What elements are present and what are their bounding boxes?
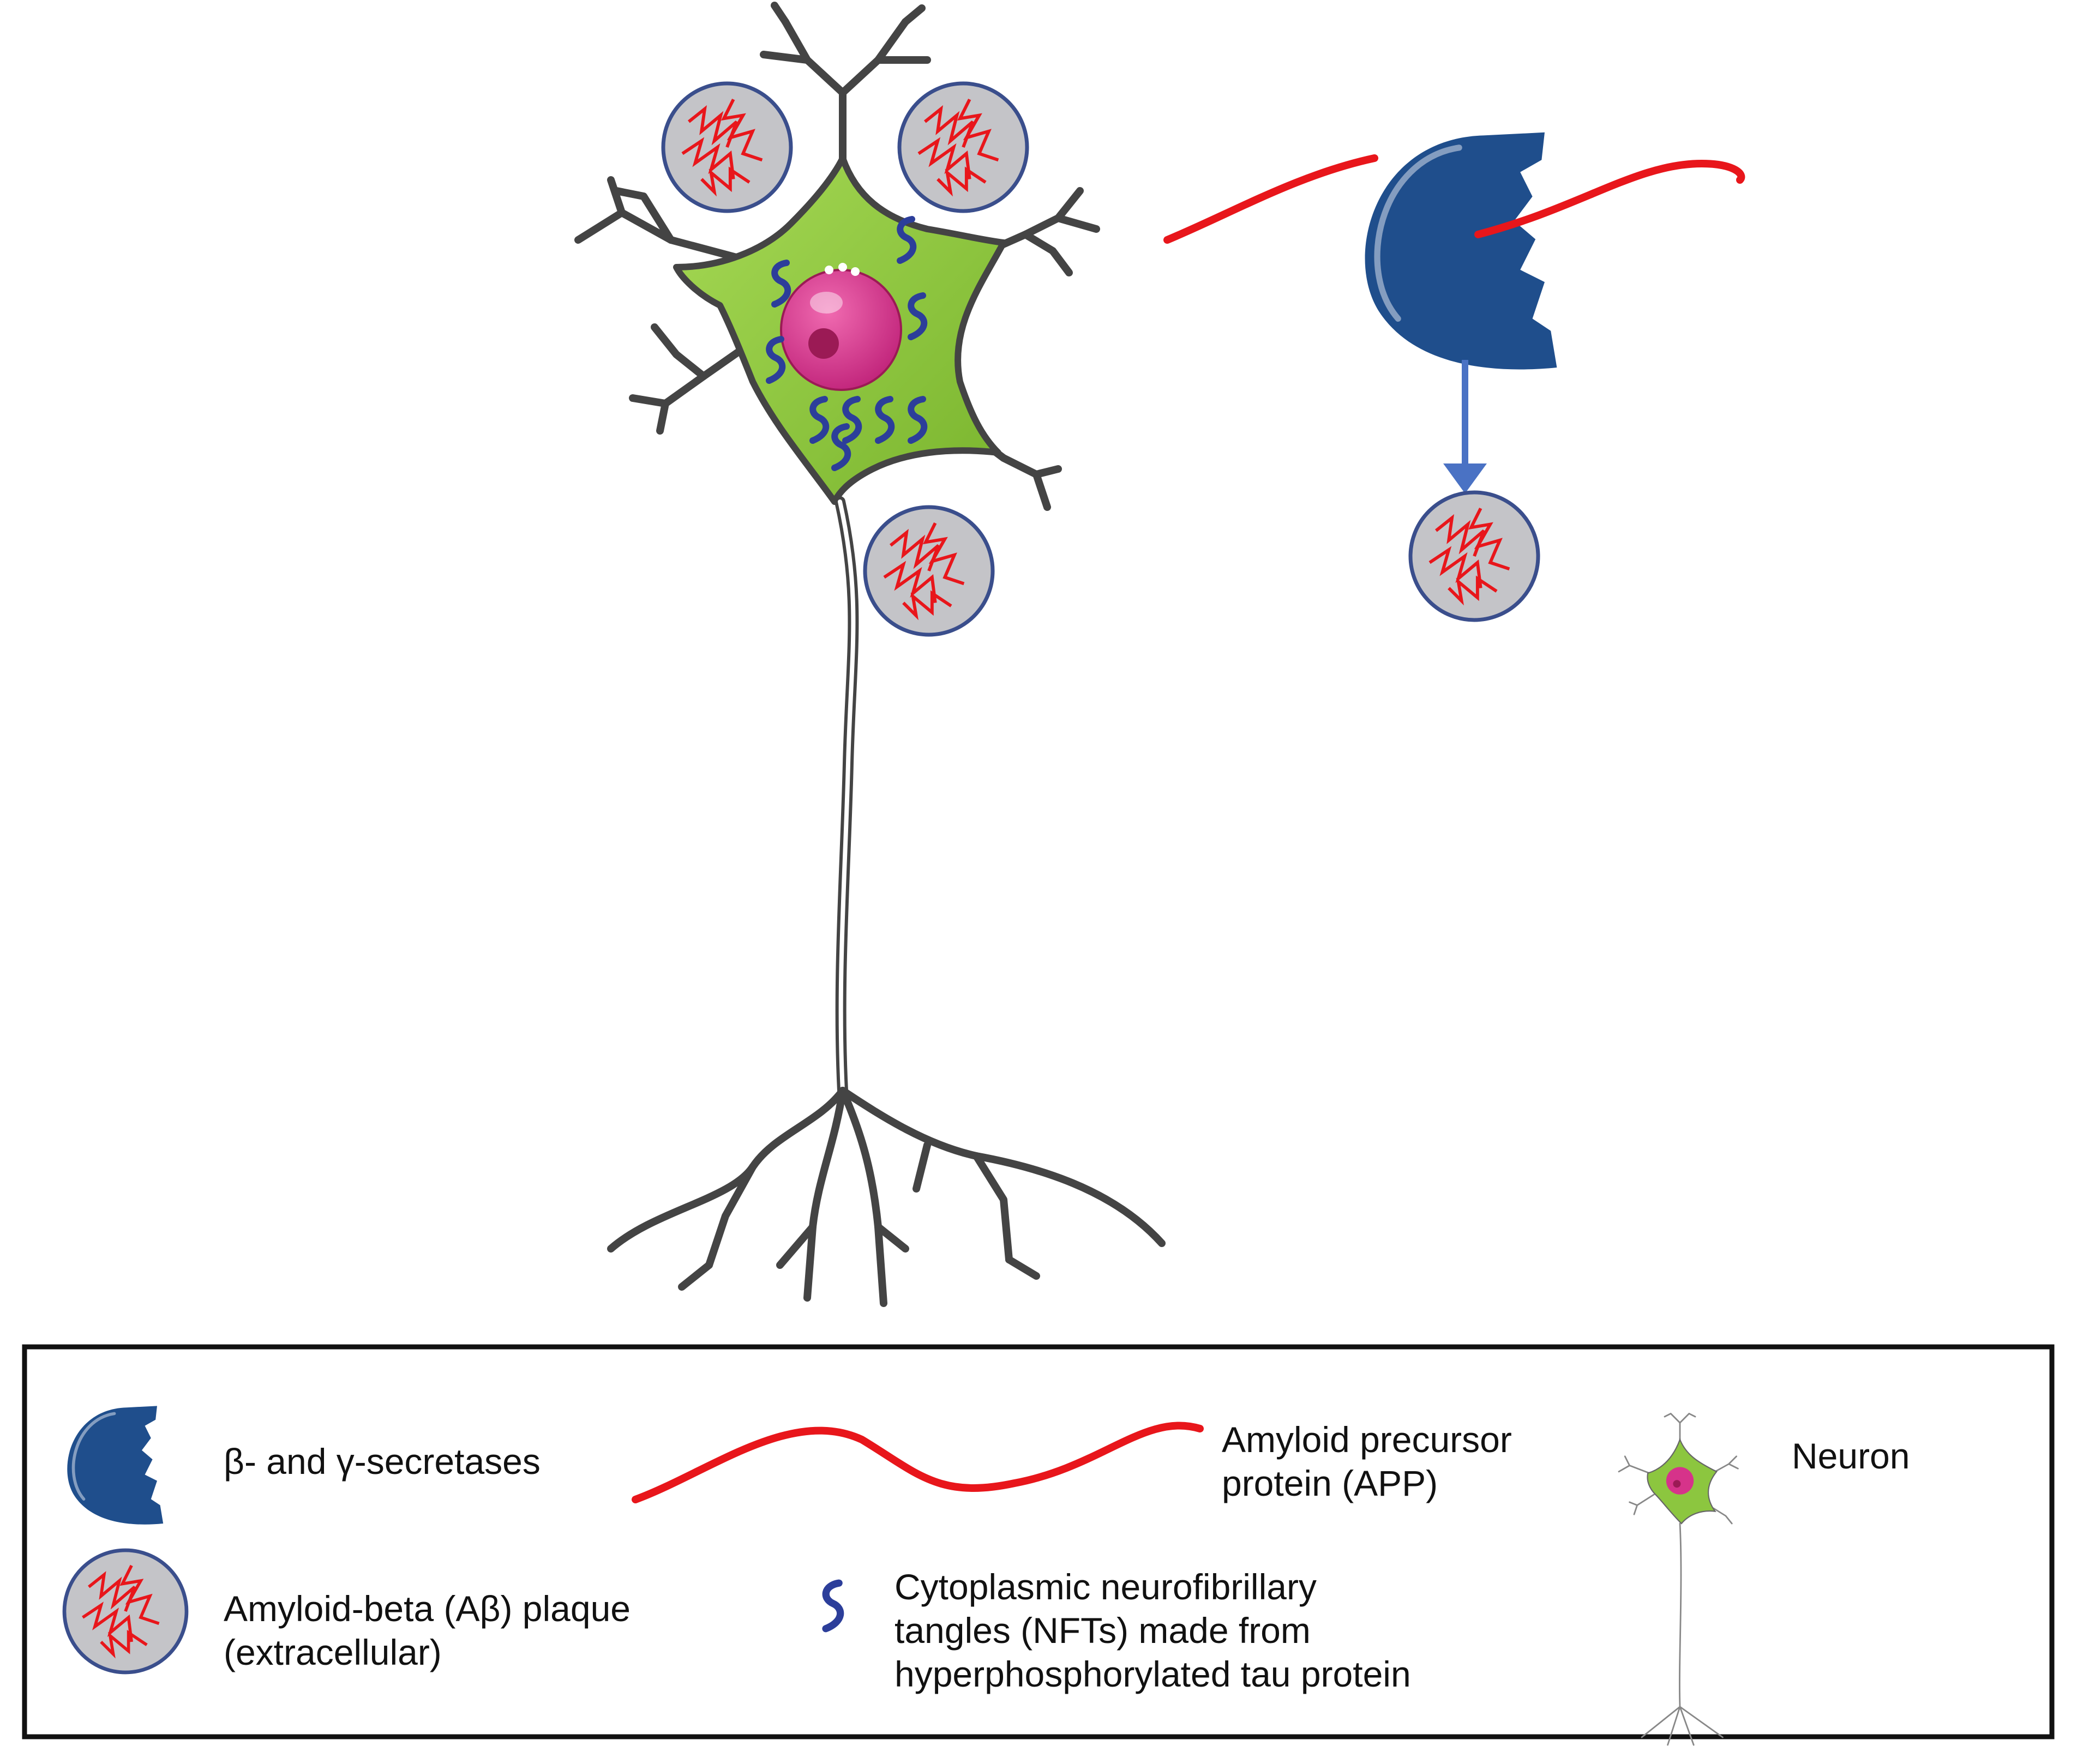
cleavage-illustration xyxy=(1163,133,1745,620)
legend-label-tangles: Cytoplasmic neurofibrillary tangles (NFT… xyxy=(895,1567,1411,1694)
wavy-line-icon xyxy=(632,1422,1204,1503)
legend-label-secretases: β- and γ-secretases xyxy=(224,1441,541,1482)
legend-box xyxy=(22,1344,2055,1739)
axon-terminals xyxy=(607,1087,1166,1307)
app-strand-left xyxy=(1163,154,1378,244)
neuron xyxy=(574,2,1166,1307)
nucleolus xyxy=(808,328,839,359)
dendrites-top xyxy=(574,2,1100,511)
legend-label-plaque: Amyloid-beta (Aβ) plaque (extracellular) xyxy=(224,1588,631,1672)
legend-label-app: Amyloid precursor protein (APP) xyxy=(1222,1419,1512,1503)
legend-label-neuron: Neuron xyxy=(1792,1436,1910,1476)
neuron-icon xyxy=(1618,1412,1739,1746)
app-strand-right xyxy=(1474,159,1745,238)
